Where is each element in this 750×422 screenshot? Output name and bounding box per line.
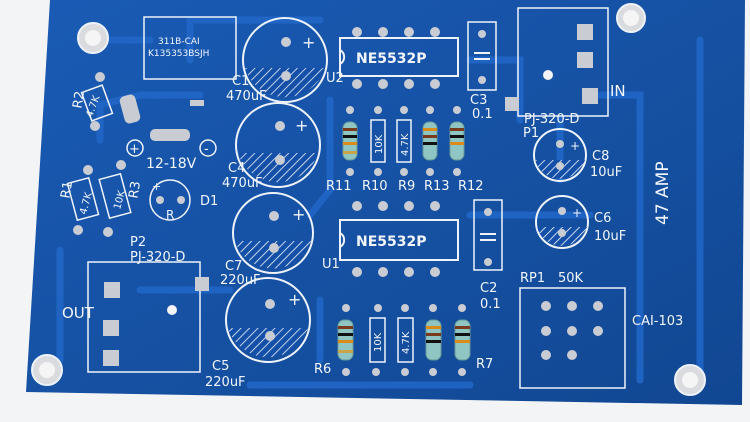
cap-C3-ref: C3: [470, 93, 487, 108]
svg-text:+: +: [572, 206, 582, 220]
label-out: OUT: [62, 304, 95, 322]
cap-C2-value: 0.1: [480, 297, 501, 312]
ic-U1: NE5532P U1: [322, 201, 459, 277]
cap-C5-ref: C5: [212, 359, 229, 374]
ic-U2-ref: U2: [326, 71, 344, 86]
svg-text:+: +: [570, 139, 580, 153]
r-value-10k-top: 10K: [374, 134, 385, 154]
svg-text:+: +: [152, 180, 161, 193]
jack-P1-part: PJ-320-D: [524, 112, 579, 127]
ref-R3: R3: [126, 180, 144, 200]
cap-C5-value: 220uF: [205, 375, 246, 390]
cap-C7: + C7 220uF: [220, 192, 314, 288]
jack-P2-ref: P2: [130, 235, 146, 250]
cap-C3-value: 0.1: [472, 107, 493, 122]
cap-C6-ref: C6: [594, 211, 611, 226]
r-value-4k7-top: 4.7K: [400, 133, 411, 156]
chip-line2: K135353BSJH: [148, 49, 209, 59]
cap-C7-value: 220uF: [220, 273, 261, 288]
ic-U2-part: NE5532P: [356, 51, 427, 67]
jack-P2-part: PJ-320-D: [130, 250, 185, 265]
pot-RP1: RP1 50K CAI-103: [519, 271, 683, 389]
svg-text:+: +: [288, 290, 301, 309]
r-left-value-3: 10K: [112, 189, 128, 211]
ref-R13: R13: [424, 179, 450, 194]
cap-C3: C3 0.1: [467, 21, 497, 122]
ref-R7: R7: [476, 357, 493, 372]
power-input: + - 12-18V: [119, 94, 217, 172]
cap-C8: + C8 10uF: [533, 128, 622, 182]
led-D1: + R D1: [149, 179, 218, 222]
svg-text:+: +: [292, 205, 305, 224]
cap-C1-value: 470uF: [226, 89, 267, 104]
label-cai: CAI-103: [632, 314, 683, 329]
r-value-4k7-bottom: 4.7K: [401, 331, 412, 354]
ref-R10: R10: [362, 179, 388, 194]
board-title: 47 AMP: [653, 161, 673, 225]
cap-C8-ref: C8: [592, 149, 609, 164]
cap-C1: + C1 470uF: [226, 17, 328, 104]
led-D1-mark: R: [166, 208, 174, 222]
ref-R12: R12: [458, 179, 484, 194]
r-value-10k-bottom: 10K: [373, 332, 384, 352]
resistor-bank-bottom: 10K 4.7K R6 R7: [314, 304, 493, 377]
ic-U1-ref: U1: [322, 257, 340, 272]
chip-line1: 311B-CAI: [158, 37, 200, 47]
ref-R2: R2: [70, 90, 88, 110]
cap-C2-ref: C2: [480, 281, 497, 296]
cap-C4-ref: C4: [228, 161, 245, 176]
cap-C6-value: 10uF: [594, 229, 626, 244]
label-in: IN: [610, 82, 626, 100]
ref-R11: R11: [326, 179, 352, 194]
cap-C4-value: 470uF: [222, 176, 263, 191]
ic-U1-part: NE5532P: [356, 234, 427, 250]
resistor-bank-top: 10K 4.7K R11 R10 R9 R13 R12: [326, 106, 484, 194]
svg-text:+: +: [302, 33, 315, 52]
cap-C6: + C6 10uF: [535, 195, 626, 249]
cap-C7-ref: C7: [225, 259, 242, 274]
cap-C2: C2 0.1: [473, 199, 503, 312]
pot-RP1-ref: RP1: [520, 271, 545, 286]
chip-outline-top-left: 311B-CAI K135353BSJH: [143, 16, 237, 80]
led-D1-ref: D1: [200, 194, 218, 209]
mounting-holes: [31, 3, 706, 396]
power-voltage: 12-18V: [146, 156, 197, 172]
svg-text:+: +: [295, 116, 308, 135]
pot-RP1-value: 50K: [558, 271, 584, 286]
ref-R9: R9: [398, 179, 415, 194]
cap-C8-value: 10uF: [590, 165, 622, 180]
ref-R1: R1: [58, 180, 76, 200]
cap-C4: + C4 470uF: [222, 102, 321, 191]
ic-U2: NE5532P U2: [326, 27, 459, 89]
cap-C5: + C5 220uF: [205, 277, 311, 390]
jack-P1-ref: P1: [523, 126, 539, 141]
power-minus: -: [204, 142, 209, 157]
ref-R6: R6: [314, 362, 331, 377]
jack-P1: PJ-320-D P1 IN: [505, 7, 626, 141]
cap-C1-ref: C1: [232, 74, 249, 89]
jack-P2: P2 PJ-320-D OUT: [62, 235, 209, 373]
power-plus: +: [129, 142, 140, 157]
